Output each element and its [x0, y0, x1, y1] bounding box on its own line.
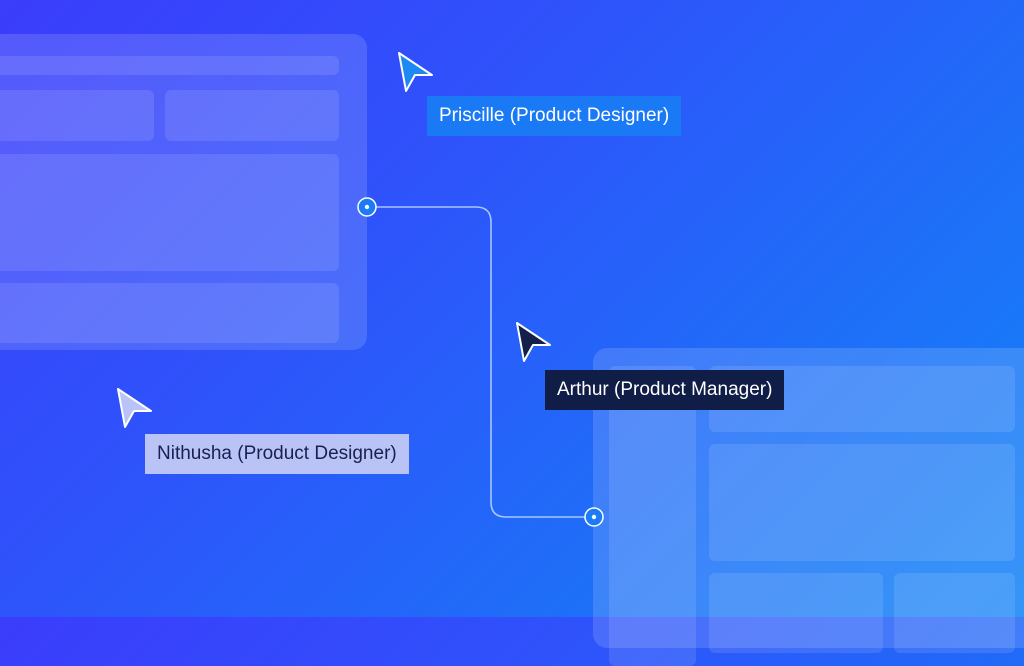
- wireframe-card-left[interactable]: [0, 34, 367, 350]
- connector-node-end[interactable]: [584, 507, 604, 527]
- pointer-arrow-icon: [117, 388, 152, 428]
- connector-node-start[interactable]: [357, 197, 377, 217]
- wireframe-block: [165, 90, 339, 141]
- pointer-arrow-icon: [516, 322, 551, 362]
- wireframe-footer-block: [0, 283, 339, 343]
- connector-line: [357, 197, 604, 527]
- collaborator-label-priscille: Priscille (Product Designer): [427, 96, 682, 136]
- pointer-arrow-icon: [398, 52, 433, 92]
- wireframe-content-area: [709, 444, 1015, 561]
- wireframe-header-bar: [0, 56, 339, 75]
- wireframe-content-area: [0, 154, 339, 271]
- wireframe-block: [0, 90, 154, 141]
- wireframe-sidebar: [609, 366, 696, 666]
- collaborator-label-nithusha: Nithusha (Product Designer): [145, 434, 409, 474]
- collaborator-label-arthur: Arthur (Product Manager): [545, 370, 785, 410]
